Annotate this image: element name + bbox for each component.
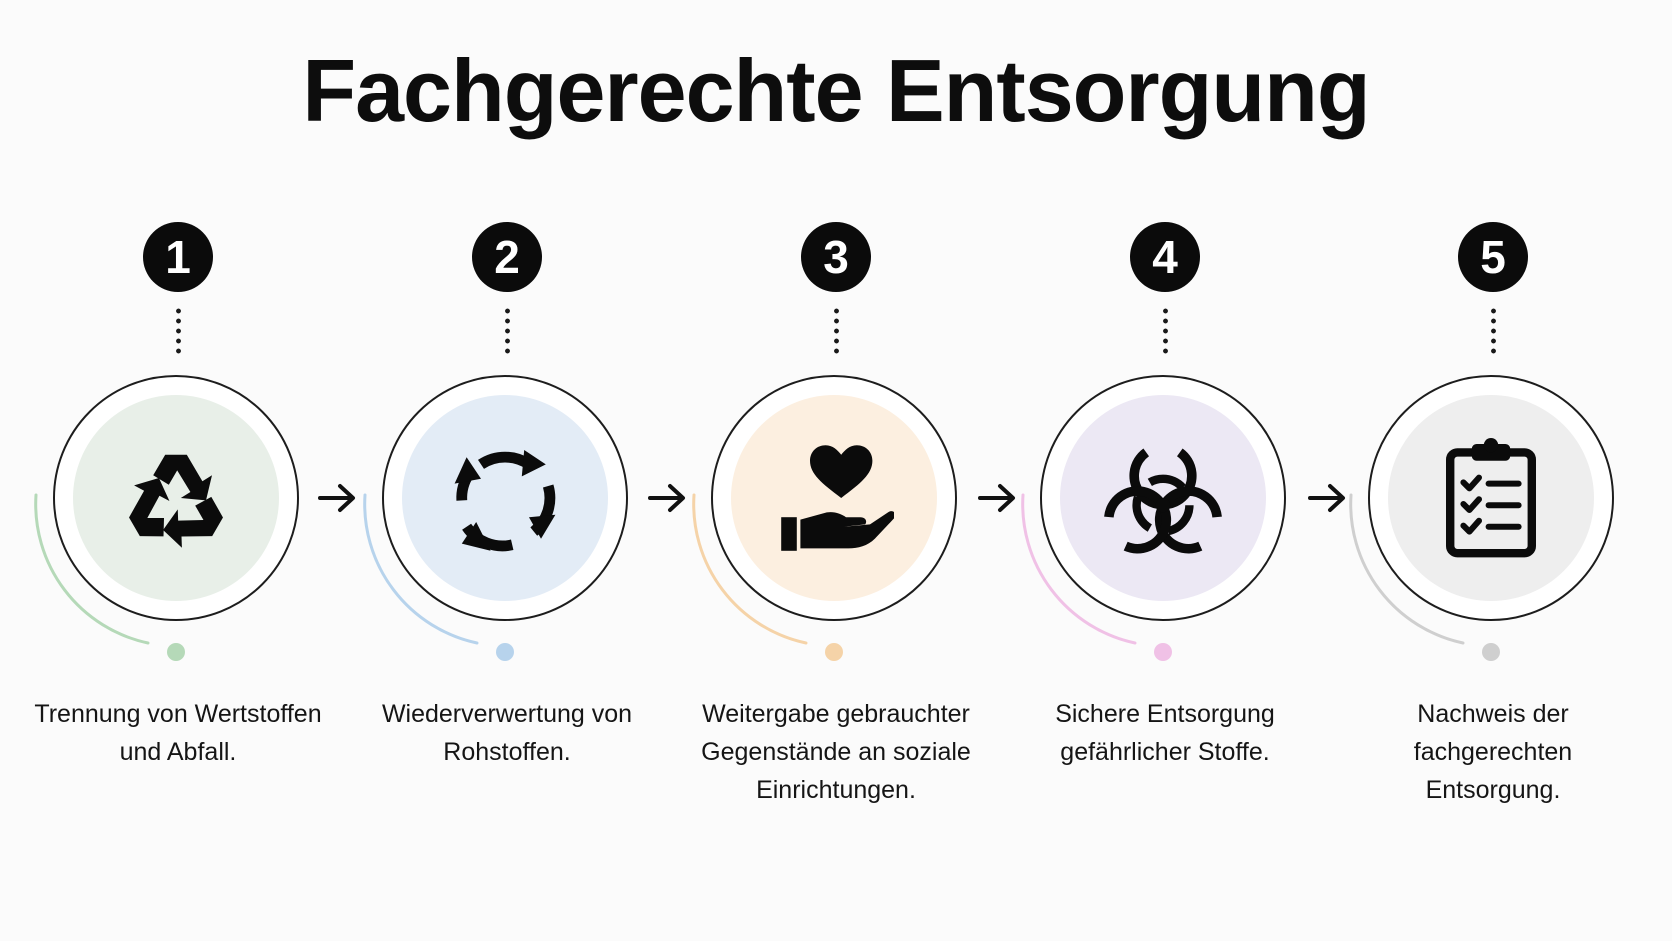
icon-circle: [53, 375, 299, 621]
arrow-right-icon: [1306, 480, 1350, 516]
step-2: 2 Wiederverwertung von Ro: [357, 0, 657, 941]
step-number-badge: 3: [801, 222, 871, 292]
icon-circle: [1368, 375, 1614, 621]
dotted-connector: [176, 306, 181, 358]
dotted-connector: [834, 306, 839, 358]
accent-arc: [1021, 493, 1172, 661]
dotted-connector: [505, 306, 510, 358]
step-4: 4 Sichere Entsorgung gefährlicher Stoffe…: [1015, 0, 1315, 941]
step-number-badge: 2: [472, 222, 542, 292]
accent-arc: [34, 493, 185, 661]
icon-circle: [711, 375, 957, 621]
step-caption: Sichere Entsorgung gefährlicher Stoffe.: [1055, 700, 1275, 766]
biohazard-icon: [1104, 448, 1222, 554]
arrow-right-icon: [316, 480, 360, 516]
cycle-arrows-icon: [454, 450, 556, 552]
recycle-icon: [116, 454, 229, 558]
heart-hand-icon: [781, 445, 894, 551]
step-1: 1 Trennung von Wertstoffen und Abfall.: [28, 0, 328, 941]
step-number-badge: 5: [1458, 222, 1528, 292]
dotted-connector: [1491, 306, 1496, 358]
step-number-badge: 1: [143, 222, 213, 292]
accent-arc: [1349, 493, 1500, 661]
step-number-badge: 4: [1130, 222, 1200, 292]
step-caption: Nachweis der fachgerechten Entsorgung.: [1413, 700, 1573, 804]
step-caption: Weitergabe gebrauchter Gegenstände an so…: [701, 700, 971, 804]
step-3: 3 Weitergabe gebrauchter Gegenstände an …: [686, 0, 986, 941]
step-caption: Wiederverwertung von Rohstoffen.: [381, 700, 633, 766]
arrow-right-icon: [646, 480, 690, 516]
icon-circle: [1040, 375, 1286, 621]
step-caption: Trennung von Wertstoffen und Abfall.: [34, 700, 322, 766]
accent-arc: [363, 493, 514, 661]
clipboard-checklist-icon: [1446, 438, 1536, 558]
arrow-right-icon: [976, 480, 1020, 516]
page-title: Fachgerechte Entsorgung: [302, 41, 1370, 140]
icon-circle: [382, 375, 628, 621]
step-5: 5 Nachweis der fachgerechten Entsorgung.: [1343, 0, 1643, 941]
dotted-connector: [1163, 306, 1168, 358]
accent-arc: [692, 493, 843, 661]
